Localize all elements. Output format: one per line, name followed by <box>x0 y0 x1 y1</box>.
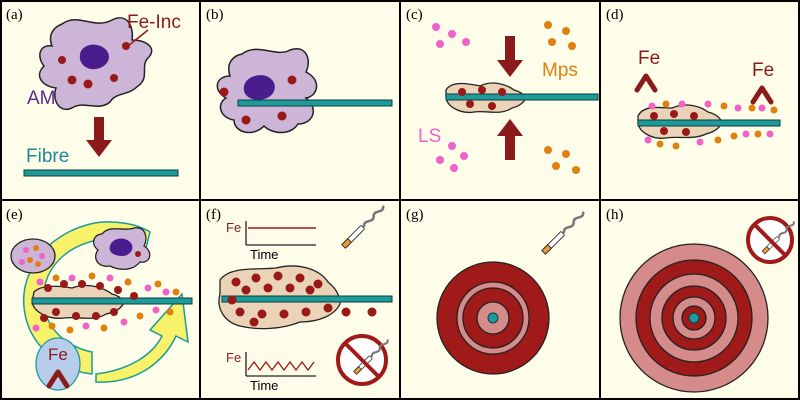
iron-inclusion <box>135 251 141 257</box>
vesicle-contents <box>19 245 45 267</box>
fibre <box>23 169 179 177</box>
iron-inclusions <box>58 42 130 89</box>
fe-time-plot-nonsmoker: Fe Time <box>226 350 316 393</box>
panel-label-f: (f) <box>206 207 221 223</box>
ls-particles <box>644 100 774 146</box>
fe-wave-line <box>247 360 315 372</box>
time-axis-label: Time <box>250 378 278 393</box>
panel-label-h: (h) <box>606 207 624 223</box>
iron-inclusions <box>650 110 698 136</box>
fe-label: Fe <box>752 60 774 81</box>
fe-label: Fe <box>48 345 68 364</box>
iron-inclusions <box>219 75 297 125</box>
concentric-rings <box>619 243 769 393</box>
fibre <box>221 295 393 303</box>
mps-label: Mps <box>542 60 578 81</box>
fe-axis-label: Fe <box>226 350 241 365</box>
vesicle <box>10 238 56 274</box>
time-axis-label: Time <box>250 247 278 262</box>
no-smoking-icon <box>336 334 391 386</box>
panel-label-e: (e) <box>6 207 23 223</box>
am-label: AM <box>27 88 56 109</box>
fibre <box>31 297 193 305</box>
arrow-down-icon <box>497 36 523 77</box>
panel-label-a: (a) <box>6 7 23 23</box>
panel-a: Fe-Inc AM Fibre <box>23 12 181 177</box>
panel-label-b: (b) <box>206 7 224 23</box>
panel-label-g: (g) <box>406 207 424 223</box>
fibre-label: Fibre <box>26 146 69 167</box>
mps-particles <box>656 100 778 150</box>
arrow-up-icon <box>497 119 523 160</box>
cycle-arrow-head <box>95 292 189 383</box>
panel-label-c: (c) <box>406 7 423 23</box>
panel-d: Fe Fe <box>637 48 781 150</box>
no-smoking-icon <box>746 216 797 264</box>
concentric-rings <box>436 261 550 375</box>
nucleus <box>109 238 133 256</box>
fe-axis-label: Fe <box>226 220 241 235</box>
fe-label: Fe <box>638 48 660 69</box>
fe-time-plot-smoker: Fe Time <box>226 220 316 262</box>
panel-h <box>619 216 797 393</box>
fibre <box>445 93 599 101</box>
ls-label: LS <box>418 126 441 147</box>
panel-b <box>216 47 393 134</box>
panel-g <box>436 209 587 375</box>
iron-inclusions <box>458 86 506 110</box>
nucleus <box>243 75 275 100</box>
iron-inclusions <box>227 271 377 327</box>
panel-label-d: (d) <box>606 7 624 23</box>
mps-particles <box>48 272 180 334</box>
panel-e: Fe <box>10 221 193 391</box>
fe-inc-label: Fe-Inc <box>127 12 181 33</box>
arrow-down-icon <box>86 117 112 157</box>
fibre <box>637 119 781 127</box>
iron-inclusions <box>40 280 138 322</box>
iron-bubble <box>35 337 81 391</box>
nucleus <box>79 44 109 70</box>
fibre <box>237 99 393 107</box>
ls-particles <box>32 274 170 332</box>
fe-inc-pointer <box>127 29 149 47</box>
ls-particles <box>432 23 470 172</box>
mps-particles <box>544 21 580 174</box>
panel-f: Fe Time Fe Time <box>218 203 393 393</box>
panel-c: Mps LS <box>418 21 599 174</box>
